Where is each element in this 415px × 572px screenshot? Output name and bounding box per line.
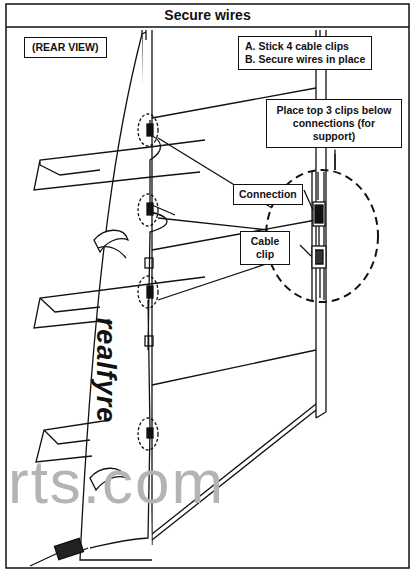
brand-logo: realfyre (90, 317, 121, 423)
box-text: Cable clip (245, 235, 285, 261)
steps-box: A. Stick 4 cable clipsB. Secure wires in… (238, 36, 372, 70)
box-text: Connection (239, 188, 297, 201)
callout-box: Connection (233, 184, 303, 205)
note-box: Place top 3 clips below connections (for… (266, 99, 402, 148)
title: Secure wires (0, 7, 415, 23)
view-label-box: (REAR VIEW) (24, 37, 107, 58)
callout-box: Cable clip (240, 231, 290, 265)
box-text: (REAR VIEW) (32, 41, 99, 54)
leader-line (334, 149, 335, 170)
box-text: B. Secure wires in place (245, 53, 365, 66)
watermark: rts.com (8, 446, 225, 517)
box-text: A. Stick 4 cable clips (245, 40, 365, 53)
box-text: Place top 3 clips below connections (for… (271, 104, 397, 143)
